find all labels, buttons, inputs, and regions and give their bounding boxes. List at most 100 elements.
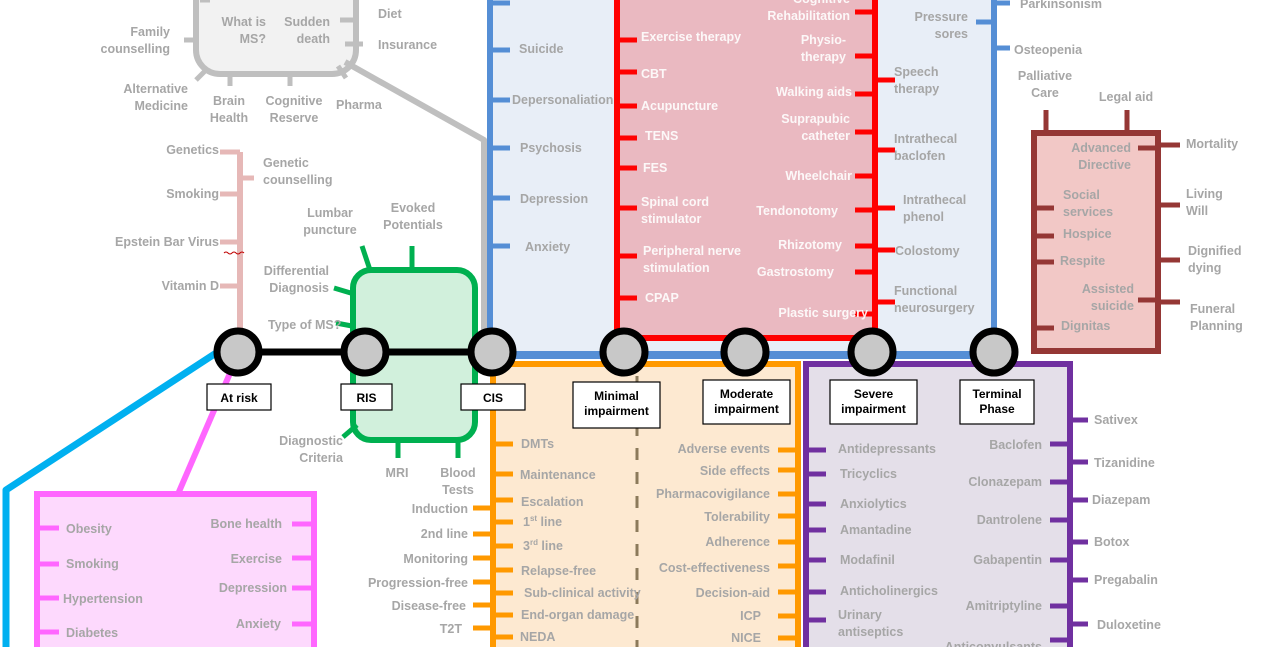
lifestyle-box-outline (34, 491, 317, 647)
label-bone-health: Bone health (210, 517, 282, 531)
label-wheelchair: Wheelchair (785, 169, 852, 183)
label-nice: NICE (731, 631, 761, 645)
symptomatic-box-outline (803, 361, 1073, 647)
label-duloxetine: Duloxetine (1097, 618, 1161, 632)
label-side-effects: Side effects (700, 464, 770, 478)
label-monitoring: Monitoring (403, 552, 468, 566)
label-tizanidine: Tizanidine (1094, 456, 1155, 470)
label-escalation: Escalation (521, 495, 584, 509)
label-genetics: Genetics (166, 143, 219, 157)
svg-text:CIS: CIS (483, 391, 503, 405)
route-tick (335, 64, 349, 80)
label-pharma: Pharma (336, 98, 383, 112)
label-cognitive-rehabilitation: CognitiveRehabilitation (767, 0, 850, 23)
label-neda: NEDA (520, 630, 555, 644)
grey-box-fill (196, 0, 356, 74)
label-hospice: Hospice (1063, 227, 1112, 241)
label-tolerability: Tolerability (704, 510, 770, 524)
label-induction: Induction (412, 502, 468, 516)
station-ris[interactable] (340, 327, 390, 377)
station-minimal-impairment[interactable] (599, 327, 649, 377)
label-tens: TENS (645, 129, 678, 143)
lifestyle-box-fill (37, 494, 314, 647)
label-anxiety: Anxiety (525, 240, 570, 254)
label-colostomy: Colostomy (895, 244, 960, 258)
palliative-box-outline (1031, 130, 1161, 354)
label-diabetes: Diabetes (66, 626, 118, 640)
label-legal-aid: Legal aid (1099, 90, 1153, 104)
station-at-risk[interactable] (213, 327, 263, 377)
label-cpap: CPAP (645, 291, 679, 305)
station-label-ris: RIS (340, 383, 393, 411)
label-icp: ICP (740, 609, 761, 623)
label-1st-line: 1st line (523, 514, 562, 529)
label-mri: MRI (386, 466, 409, 480)
station-terminal-phase[interactable] (969, 327, 1019, 377)
label-depression: Depression (219, 581, 287, 595)
label-diet: Diet (378, 7, 402, 21)
label-osteopenia: Osteopenia (1014, 43, 1083, 57)
rehab-box-fill (617, 0, 875, 338)
station-moderate-impairment[interactable] (720, 327, 770, 377)
label-relapse-free: Relapse-free (521, 564, 596, 578)
label-epstein-bar-virus: Epstein Bar Virus (115, 235, 219, 249)
label-decision-aid: Decision-aid (696, 586, 770, 600)
label-depression: Depression (520, 192, 588, 206)
label-anticonvulsants: Anticonvulsants (945, 640, 1042, 647)
station-severe-impairment[interactable] (847, 327, 897, 377)
label-acupuncture: Acupuncture (641, 99, 718, 113)
label-fes: FES (643, 161, 667, 175)
label-adverse-events: Adverse events (678, 442, 770, 456)
label-parkinsonism: Parkinsonism (1020, 0, 1102, 11)
svg-text:RIS: RIS (356, 391, 376, 405)
label-dmts: DMTs (521, 437, 554, 451)
label-diazepam: Diazepam (1092, 493, 1150, 507)
label-pregabalin: Pregabalin (1094, 573, 1158, 587)
label-disease-free: Disease-free (392, 599, 466, 613)
cyan-route (2, 337, 238, 647)
label-smoking: Smoking (66, 557, 119, 571)
route-tick (194, 68, 208, 82)
route-tick (359, 245, 373, 271)
label-maintenance: Maintenance (520, 468, 596, 482)
label-baclofen: Baclofen (989, 438, 1042, 452)
label-psychosis: Psychosis (520, 141, 582, 155)
label-anxiety: Anxiety (236, 617, 281, 631)
station-cis[interactable] (467, 327, 517, 377)
label-walking-aids: Walking aids (776, 85, 852, 99)
station-label-at-risk: At risk (206, 383, 272, 411)
label-3rd-line: 3rd line (523, 538, 563, 553)
label-anticholinergics: Anticholinergics (840, 584, 938, 598)
label-anxiolytics: Anxiolytics (840, 497, 907, 511)
label-vitamin-d: Vitamin D (162, 279, 219, 293)
label-amantadine: Amantadine (840, 523, 912, 537)
label-clonazepam: Clonazepam (968, 475, 1042, 489)
label-progression-free: Progression-free (368, 576, 468, 590)
station-label-cis: CIS (460, 383, 526, 411)
label-depersonaliation: Depersonaliation (512, 93, 613, 107)
label-adherence: Adherence (705, 535, 770, 549)
label-respite: Respite (1060, 254, 1105, 268)
label-cbt: CBT (641, 67, 667, 81)
